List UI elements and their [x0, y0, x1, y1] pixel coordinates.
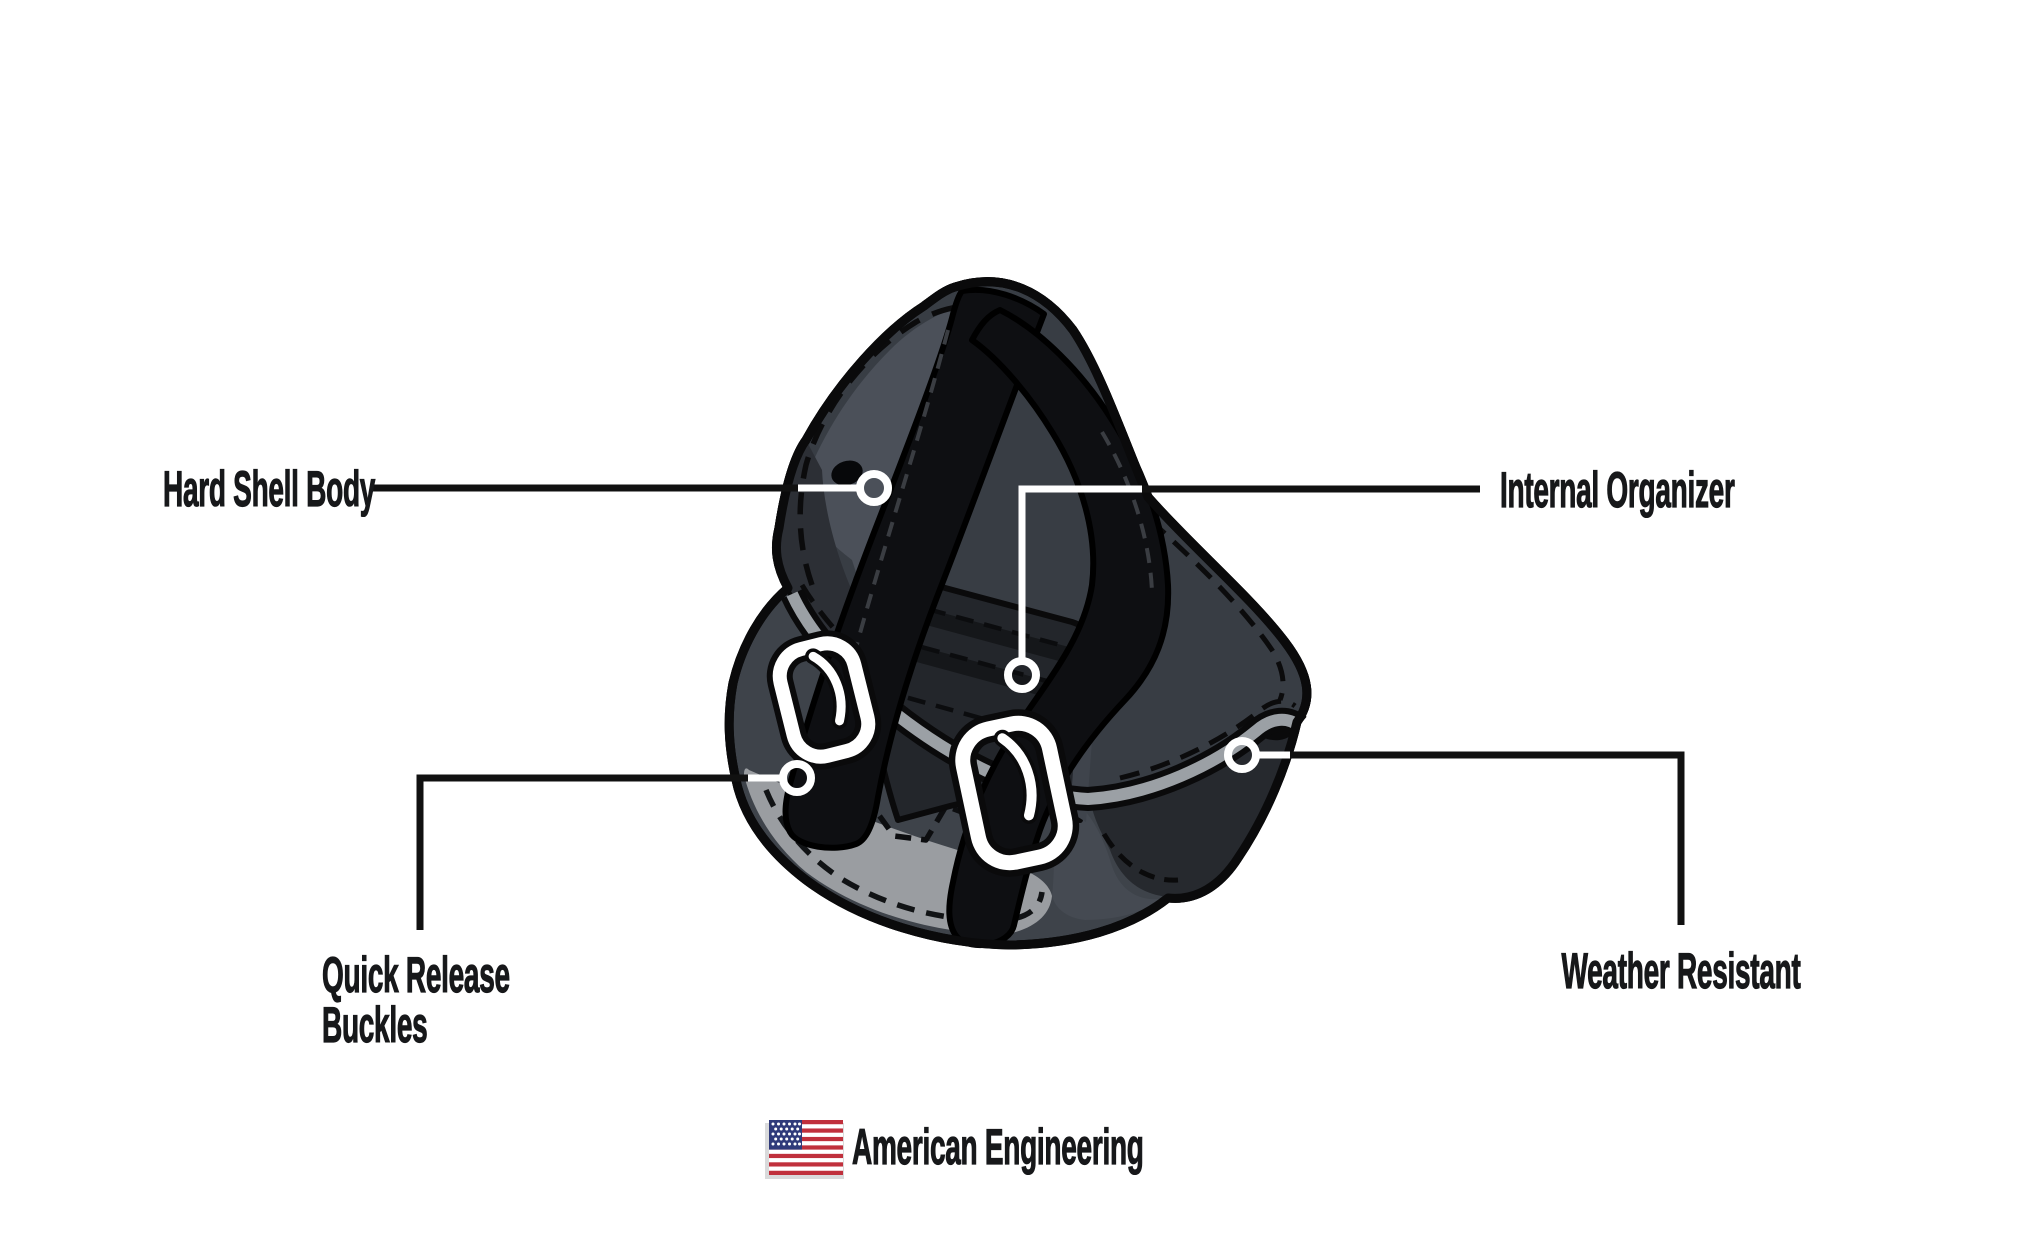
flag-canton	[769, 1120, 802, 1150]
callout-point	[1004, 657, 1040, 693]
callout-label: Hard Shell Body	[163, 461, 376, 517]
flag-stars	[771, 1122, 801, 1146]
left-strap	[782, 286, 1047, 851]
callout-label-line2: Buckles	[322, 997, 428, 1053]
mount-hole	[831, 460, 863, 486]
footer-tagline: American Engineering	[852, 1119, 1373, 1175]
callout-weather-resistant: Weather Resistant	[1561, 945, 2044, 996]
leader-quick-release	[416, 760, 815, 930]
callout-hard-shell-body: Hard Shell Body	[163, 461, 542, 517]
buckle-bottom	[948, 709, 1080, 877]
callout-label-line1: Quick Release	[322, 947, 511, 1003]
footer-label: American Engineering	[852, 1119, 1145, 1175]
leader-internal-organizer	[1004, 485, 1480, 693]
leader-hard-shell-body	[373, 470, 892, 506]
leader-lines	[373, 470, 1685, 930]
callout-internal-organizer: Internal Organizer	[1500, 462, 1919, 518]
callout-point	[779, 760, 815, 796]
callout-point	[856, 470, 892, 506]
buckle-top	[766, 630, 882, 770]
callout-point	[1224, 737, 1260, 773]
leader-weather-resistant	[1224, 737, 1685, 925]
bag-right-panel	[1090, 718, 1298, 898]
callout-quick-release-buckles: Quick Release Buckles	[322, 947, 657, 1053]
callout-label: Internal Organizer	[1500, 462, 1736, 518]
us-flag-icon	[765, 1120, 844, 1179]
callout-label: Weather Resistant	[1561, 943, 1801, 999]
